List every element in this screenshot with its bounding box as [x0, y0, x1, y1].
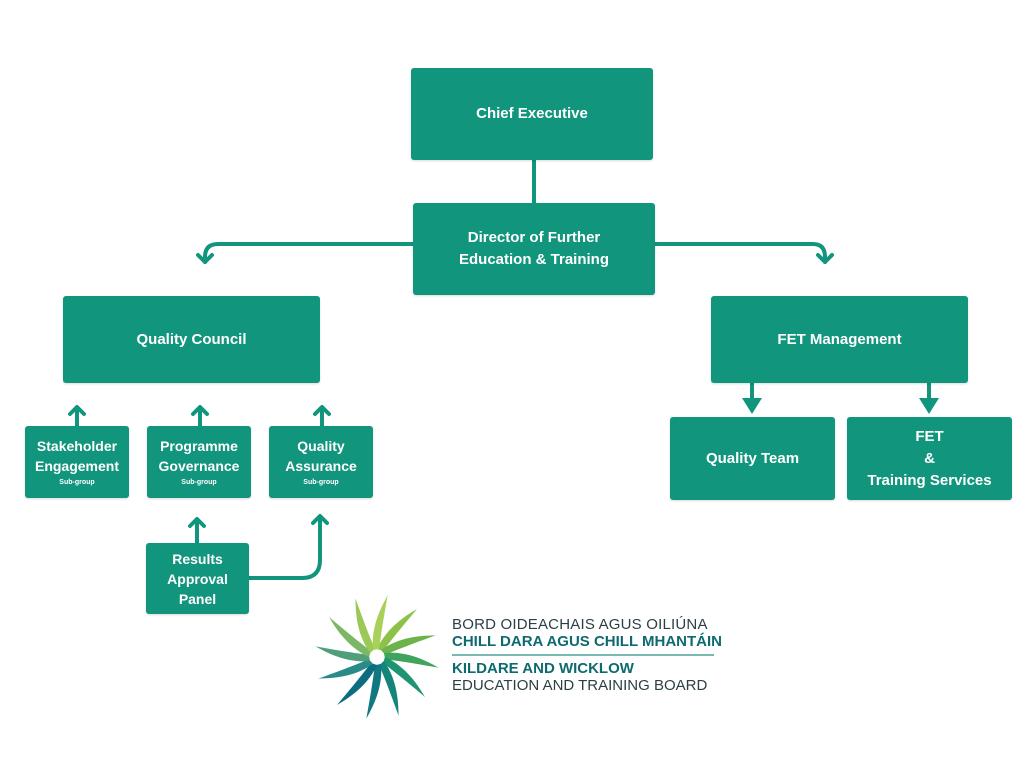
- arrowhead-stakeholder-up: [68, 405, 86, 416]
- arrowhead-results-programme: [188, 517, 206, 528]
- chief-executive-label: Chief Executive: [476, 105, 588, 122]
- director-label-line2: Education & Training: [458, 251, 609, 268]
- programme-label-line1: Programme: [160, 438, 238, 454]
- quality-council-box: Quality Council: [63, 296, 320, 383]
- fet-services-label-line3: Training Services: [867, 471, 992, 489]
- director-label-line1: Director of Further: [467, 229, 601, 246]
- fet-management-box: FET Management: [711, 296, 968, 383]
- connector-results-qa: [247, 518, 322, 580]
- logo-divider: [452, 654, 714, 656]
- logo-line4: EDUCATION AND TRAINING BOARD: [452, 677, 708, 694]
- quality-assurance-box: Quality Assurance Sub-group: [269, 426, 373, 498]
- programme-sub-label: Sub-group: [181, 479, 217, 486]
- programme-governance-box: Programme Governance Sub-group: [147, 426, 251, 498]
- arrowhead-programme-up: [191, 405, 209, 416]
- swirl-logo-icon: [315, 595, 439, 719]
- stakeholder-label-line2: Engagement: [34, 458, 119, 474]
- fet-training-services-box: FET & Training Services: [847, 417, 1012, 500]
- logo-line3: KILDARE AND WICKLOW: [452, 660, 634, 677]
- fet-services-label-line1: FET: [915, 427, 944, 445]
- director-box: Director of Further Education & Training: [413, 203, 655, 295]
- quality-team-label: Quality Team: [705, 449, 800, 467]
- qa-label-line1: Quality: [297, 438, 345, 454]
- arrowhead-qa-up: [313, 405, 331, 416]
- results-label-line1: Results: [172, 550, 223, 567]
- arrowhead-fet-management: [816, 253, 834, 264]
- results-label-line2: Approval: [167, 570, 228, 587]
- logo-text: BORD OIDEACHAIS AGUS OILIÚNA CHILL DARA …: [452, 616, 722, 695]
- connector-director-fet-management: [653, 242, 827, 264]
- quality-council-label: Quality Council: [136, 330, 247, 348]
- stakeholder-sub-label: Sub-group: [59, 479, 95, 486]
- results-approval-panel-box: Results Approval Panel: [146, 543, 249, 614]
- programme-label-line2: Governance: [158, 458, 240, 474]
- qa-sub-label: Sub-group: [303, 479, 339, 486]
- fet-services-label-line2: &: [924, 449, 935, 467]
- logo-line2: CHILL DARA AGUS CHILL MHANTÁIN: [452, 633, 722, 650]
- results-label-line3: Panel: [178, 590, 217, 607]
- quality-team-box: Quality Team: [670, 417, 835, 500]
- arrowhead-fet-services: [919, 398, 939, 414]
- chief-executive-box: Chief Executive: [411, 68, 653, 160]
- stakeholder-label-line1: Stakeholder: [36, 438, 118, 454]
- connector-director-quality-council: [203, 242, 416, 264]
- qa-label-line2: Assurance: [285, 458, 357, 474]
- fet-management-label: FET Management: [777, 330, 902, 348]
- logo-line1: BORD OIDEACHAIS AGUS OILIÚNA: [452, 616, 708, 633]
- kwetb-logo: [312, 595, 718, 723]
- arrowhead-results-qa: [311, 514, 329, 525]
- arrowhead-quality-council: [196, 253, 214, 264]
- arrowhead-quality-team: [742, 398, 762, 414]
- stakeholder-engagement-box: Stakeholder Engagement Sub-group: [25, 426, 129, 498]
